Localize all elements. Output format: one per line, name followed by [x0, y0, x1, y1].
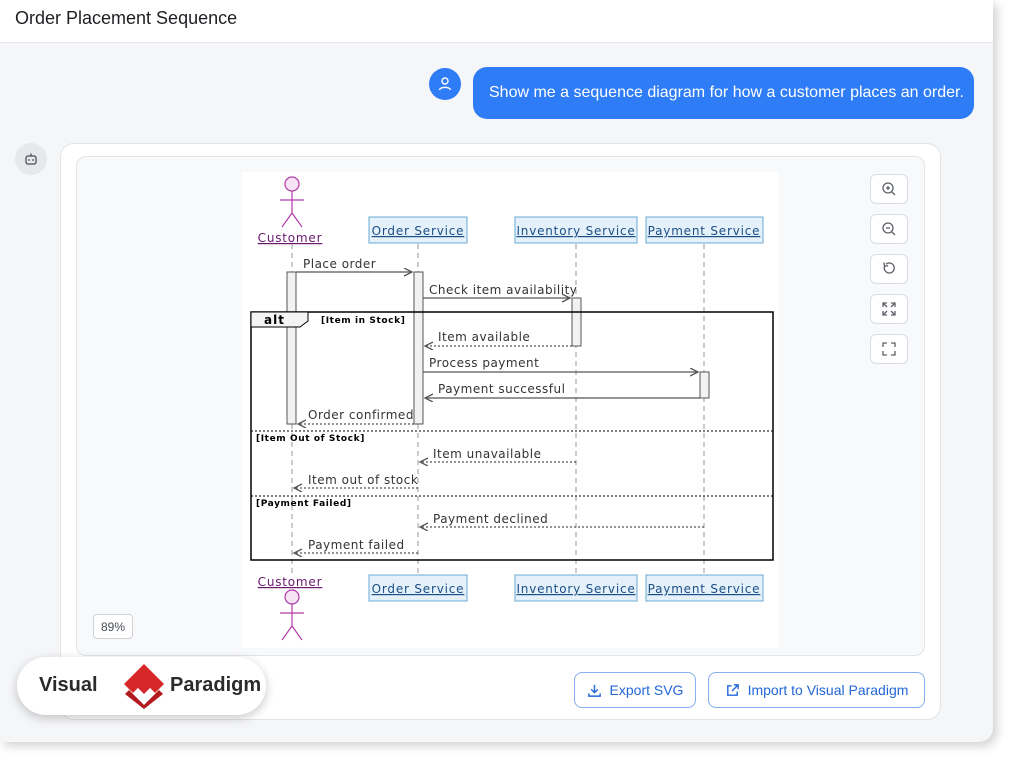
activation-customer	[286, 271, 297, 425]
customer-actor-bottom[interactable]	[280, 589, 304, 641]
fullscreen-button[interactable]	[870, 334, 908, 364]
download-icon	[587, 684, 601, 697]
reset-icon	[883, 262, 895, 274]
user-icon	[438, 77, 452, 91]
external-link-icon	[726, 683, 739, 696]
message-order-confirmed: Order confirmed	[308, 408, 414, 422]
inventory-service-box-top[interactable]: Inventory Service	[514, 216, 638, 244]
inventory-service-label-top: Inventory Service	[516, 224, 635, 238]
message-check-availability: Check item availability	[429, 283, 577, 297]
brand-word-right: Paradigm	[170, 674, 262, 696]
message-payment-successful: Payment successful	[438, 382, 565, 396]
import-label: Import to Visual Paradigm	[747, 682, 909, 698]
alt-fragment: alt [Item in Stock] [Item Out of Stock] …	[250, 311, 774, 561]
inventory-service-box-bottom[interactable]: Inventory Service	[514, 574, 638, 602]
page-title: Order Placement Sequence	[15, 8, 238, 28]
fullscreen-icon	[882, 342, 896, 356]
message-item-unavailable: Item unavailable	[433, 447, 542, 461]
order-service-label-top: Order Service	[372, 224, 465, 238]
bot-icon	[25, 153, 37, 165]
guard-out-of-stock: [Item Out of Stock]	[256, 434, 365, 444]
message-payment-declined: Payment declined	[433, 512, 548, 526]
zoom-level-badge: 89%	[93, 614, 133, 639]
activation-inventory	[571, 297, 582, 347]
payment-service-box-top[interactable]: Payment Service	[645, 216, 764, 244]
message-item-out-of-stock: Item out of stock	[308, 473, 418, 487]
payment-service-box-bottom[interactable]: Payment Service	[645, 574, 764, 602]
zoom-out-button[interactable]	[870, 214, 908, 244]
visual-paradigm-brand: Visual Paradigm	[17, 657, 266, 715]
visual-paradigm-logo-icon	[124, 664, 164, 709]
fit-view-button[interactable]	[870, 294, 908, 324]
reset-view-button[interactable]	[870, 254, 908, 284]
zoom-in-button[interactable]	[870, 174, 908, 204]
zoom-out-icon	[882, 222, 896, 236]
order-service-box-top[interactable]: Order Service	[368, 216, 468, 244]
message-process-payment: Process payment	[429, 356, 539, 370]
app-window: Order Placement Sequence Show me a seque…	[0, 0, 993, 720]
order-service-box-bottom[interactable]: Order Service	[368, 574, 468, 602]
customer-actor-top[interactable]	[280, 176, 304, 228]
alt-operator-label: alt	[264, 313, 285, 327]
guard-payment-failed: [Payment Failed]	[256, 499, 352, 509]
customer-label-top: Customer	[258, 231, 323, 245]
page-header: Order Placement Sequence	[0, 0, 993, 43]
user-message-bubble: Show me a sequence diagram for how a cus…	[473, 67, 974, 119]
activation-payment	[699, 371, 710, 399]
brand-word-left: Visual	[39, 674, 98, 696]
user-avatar	[429, 68, 461, 100]
payment-service-label-bottom: Payment Service	[648, 582, 761, 596]
order-service-label-bottom: Order Service	[372, 582, 465, 596]
message-payment-failed: Payment failed	[308, 538, 405, 552]
sequence-diagram: Customer Order Service Inventory Service…	[242, 172, 778, 648]
assistant-avatar	[15, 143, 47, 175]
activation-order	[413, 271, 424, 425]
user-message-text: Show me a sequence diagram for how a cus…	[489, 84, 964, 101]
payment-service-label-top: Payment Service	[648, 224, 761, 238]
import-to-visual-paradigm-button[interactable]: Import to Visual Paradigm	[708, 672, 925, 708]
guard-in-stock: [Item in Stock]	[321, 316, 405, 326]
customer-label-bottom: Customer	[258, 575, 323, 589]
message-place-order: Place order	[303, 257, 376, 271]
zoom-in-icon	[882, 182, 896, 196]
message-item-available: Item available	[438, 330, 530, 344]
inventory-service-label-bottom: Inventory Service	[516, 582, 635, 596]
export-svg-button[interactable]: Export SVG	[574, 672, 696, 708]
fit-icon	[882, 302, 896, 316]
export-svg-label: Export SVG	[609, 682, 684, 698]
